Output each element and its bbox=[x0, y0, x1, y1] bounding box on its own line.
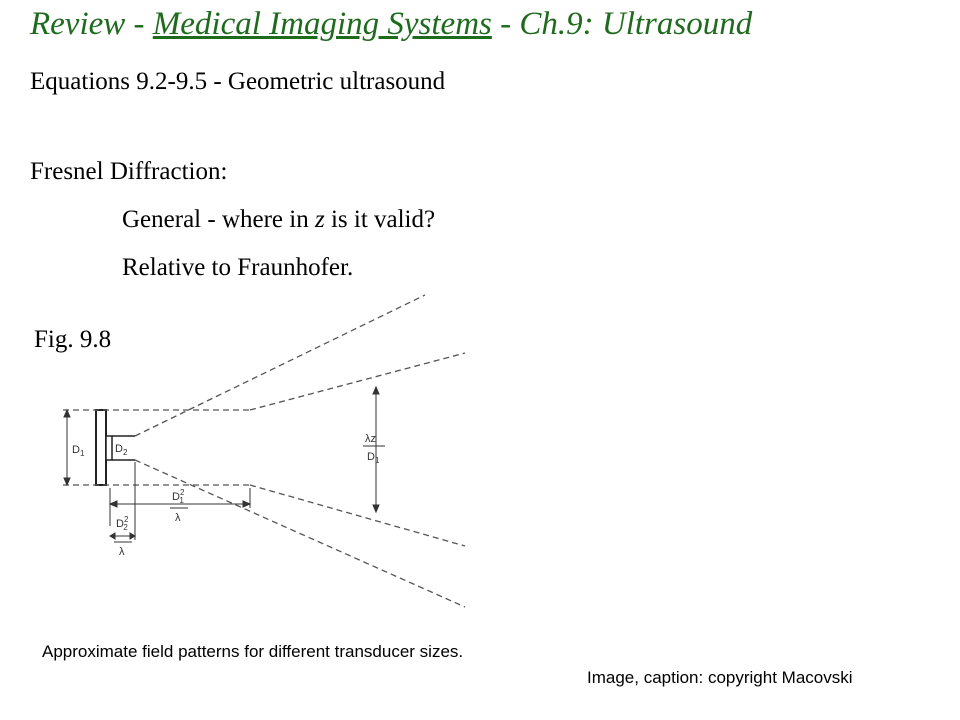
label-lz-num: λz bbox=[365, 433, 376, 445]
lz-dimension bbox=[372, 385, 380, 514]
general-question-b: is it valid? bbox=[324, 206, 436, 233]
title-suffix: - Ch.9: Ultrasound bbox=[491, 6, 753, 42]
d2-beam bbox=[134, 294, 466, 608]
label-d1sq-den: λ bbox=[175, 512, 181, 524]
general-question-a: General - where in bbox=[122, 206, 315, 233]
transducer-d1 bbox=[95, 409, 107, 486]
label-d2sq-den: λ bbox=[119, 546, 125, 558]
figure-label: Fig. 9.8 bbox=[34, 326, 112, 353]
slide-title: Review - Medical Imaging Systems - Ch.9:… bbox=[30, 6, 752, 43]
d2sq-dimension bbox=[109, 462, 136, 540]
title-prefix: Review - bbox=[30, 6, 153, 42]
d1-dimension bbox=[63, 408, 71, 487]
fresnel-heading: Fresnel Diffraction: bbox=[30, 158, 228, 185]
image-credit: Image, caption: copyright Macovski bbox=[587, 668, 853, 687]
d1-beam bbox=[63, 352, 466, 547]
label-d2: D2 bbox=[115, 443, 128, 457]
general-question-var: z bbox=[314, 206, 325, 233]
title-link[interactable]: Medical Imaging Systems bbox=[152, 6, 492, 42]
equations-line: Equations 9.2-9.5 - Geometric ultrasound bbox=[30, 68, 446, 95]
label-d1: D1 bbox=[72, 444, 85, 458]
relative-line: Relative to Fraunhofer. bbox=[122, 254, 354, 281]
transducer-d2 bbox=[105, 435, 113, 461]
figure-caption: Approximate field patterns for different… bbox=[42, 642, 464, 661]
label-lz-den: D1 bbox=[367, 451, 380, 465]
general-question: General - where in z is it valid? bbox=[122, 206, 435, 234]
d1sq-dimension bbox=[108, 488, 252, 526]
